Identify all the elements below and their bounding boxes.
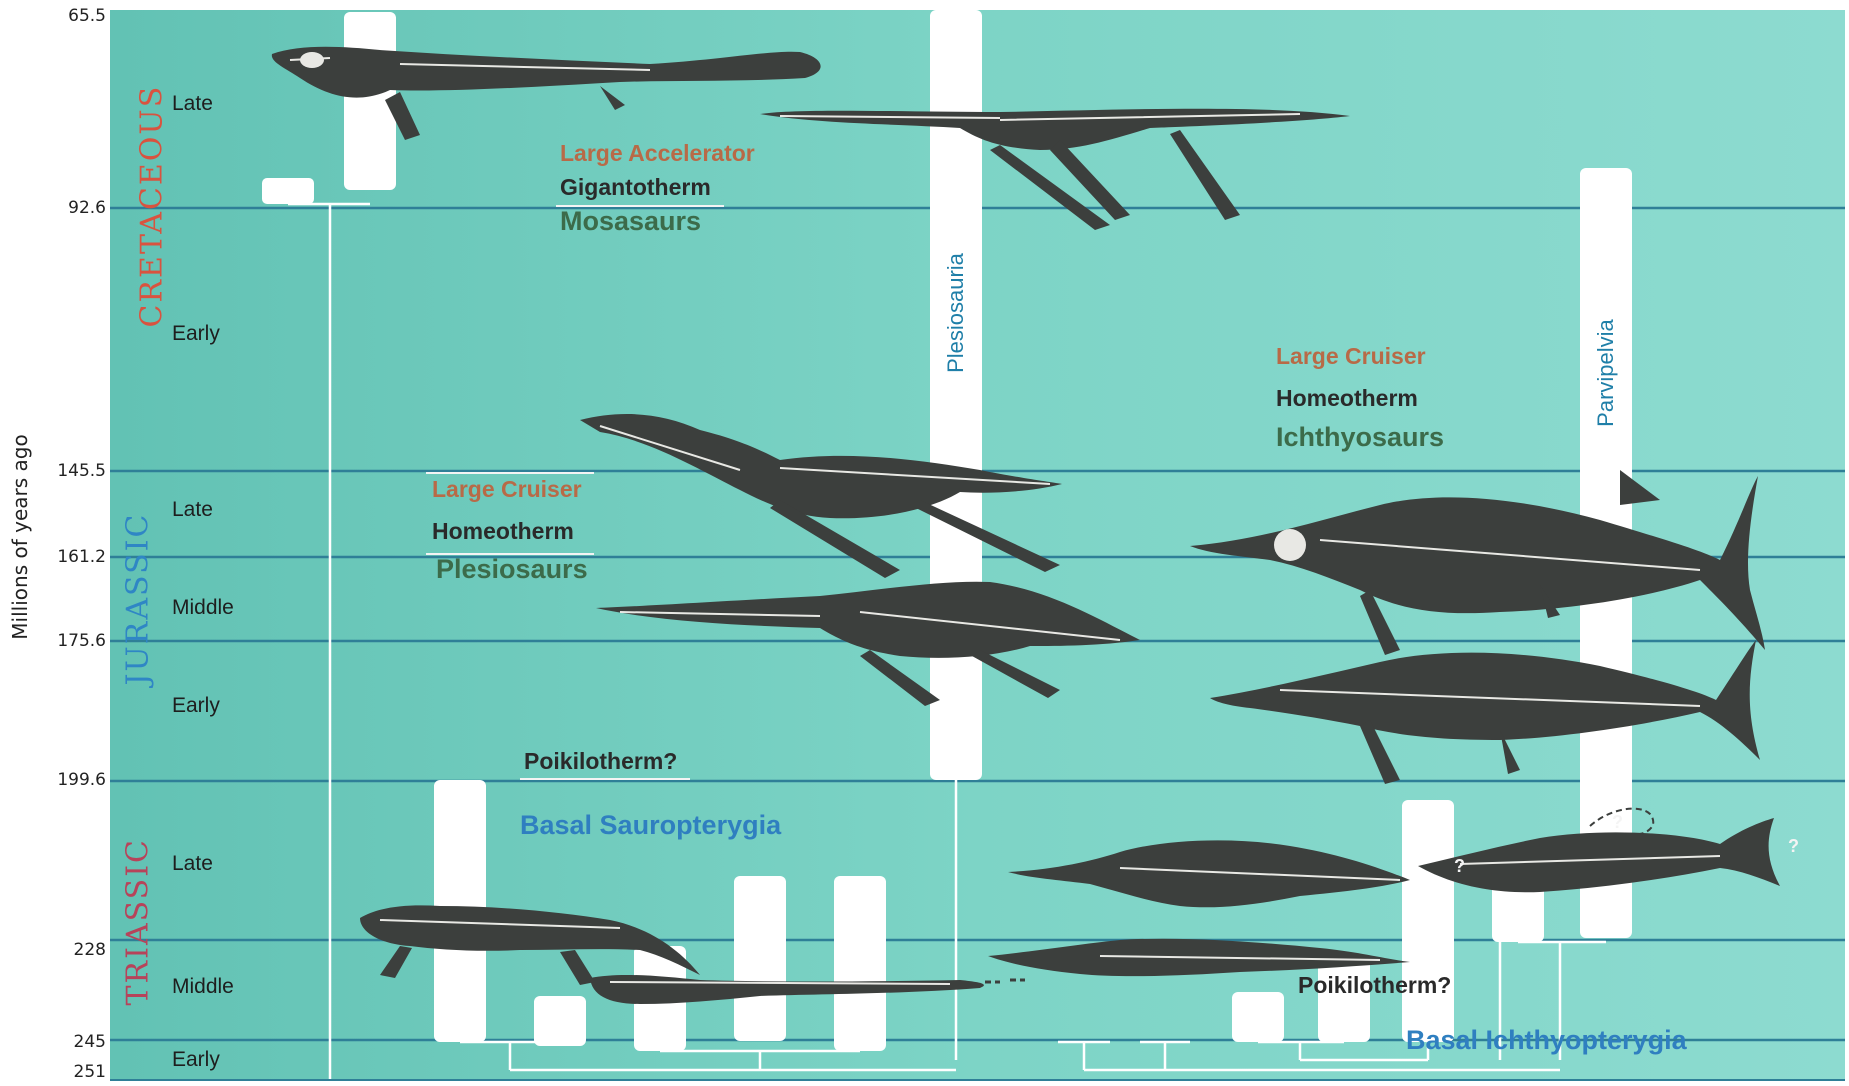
ichthyosaurs-group-label: Ichthyosaurs — [1276, 422, 1444, 453]
y-tick-label: 175.6 — [46, 631, 106, 651]
epoch-label: Early — [172, 694, 220, 718]
underline — [556, 205, 724, 207]
basal-ichthyopterygia-therm-label: Poikilotherm? — [1298, 972, 1451, 999]
plesiosauria-label: Plesiosauria — [943, 251, 969, 375]
question-mark: ? — [1788, 836, 1799, 857]
basal-sauropterygia-group-label: Basal Sauropterygia — [520, 810, 781, 841]
underline — [426, 472, 594, 474]
plesiosaurs-group-label: Plesiosaurs — [436, 554, 588, 585]
question-mark: ? — [1454, 856, 1465, 877]
epoch-label: Early — [172, 322, 220, 346]
mosasaurs-group-label: Mosasaurs — [560, 206, 701, 237]
y-axis-title: Millions of years ago — [8, 407, 32, 667]
y-tick-label: 65.5 — [46, 6, 106, 26]
y-tick-label: 228 — [46, 940, 106, 960]
bar-basal-4 — [734, 876, 786, 1041]
epoch-label: Middle — [172, 596, 234, 620]
y-tick-label: 245 — [46, 1032, 106, 1052]
basal-sauropterygia-therm-label: Poikilotherm? — [524, 748, 677, 775]
y-tick-label: 145.5 — [46, 461, 106, 481]
period-triassic: Triassic — [121, 866, 156, 1006]
question-mark: ? — [1612, 812, 1623, 833]
ichthyosaurs-therm-label: Homeotherm — [1276, 385, 1418, 412]
basal-ichthyopterygia-group-label: Basal Ichthyopterygia — [1406, 1025, 1687, 1056]
bar-basal-5 — [834, 876, 886, 1051]
epoch-label: Middle — [172, 975, 234, 999]
epoch-label: Late — [172, 498, 213, 522]
mosasaurs-therm-label: Gigantotherm — [560, 174, 711, 201]
period-jurassic: Jurassic — [121, 566, 156, 686]
mosasaurs-size-label: Large Accelerator — [560, 140, 755, 167]
bar-ichthyo-3 — [1402, 800, 1454, 1042]
y-tick-label: 199.6 — [46, 770, 106, 790]
period-cretaceous: Cretaceous — [135, 128, 170, 328]
bar-mosasaur-small — [262, 178, 314, 204]
bar-basal-2 — [534, 996, 586, 1046]
epoch-label: Late — [172, 852, 213, 876]
y-tick-label: 92.6 — [46, 198, 106, 218]
plesiosaurs-size-label: Large Cruiser — [432, 476, 582, 503]
ichthyosaurs-size-label: Large Cruiser — [1276, 343, 1426, 370]
parvipelvia-label: Parvipelvia — [1593, 317, 1619, 429]
underline — [520, 778, 690, 780]
y-tick-label: 161.2 — [46, 547, 106, 567]
epoch-label: Late — [172, 92, 213, 116]
y-tick-label: 251 — [46, 1062, 106, 1082]
epoch-label: Early — [172, 1048, 220, 1072]
plesiosaurs-therm-label: Homeotherm — [432, 518, 574, 545]
bar-ichthyo-1 — [1232, 992, 1284, 1042]
